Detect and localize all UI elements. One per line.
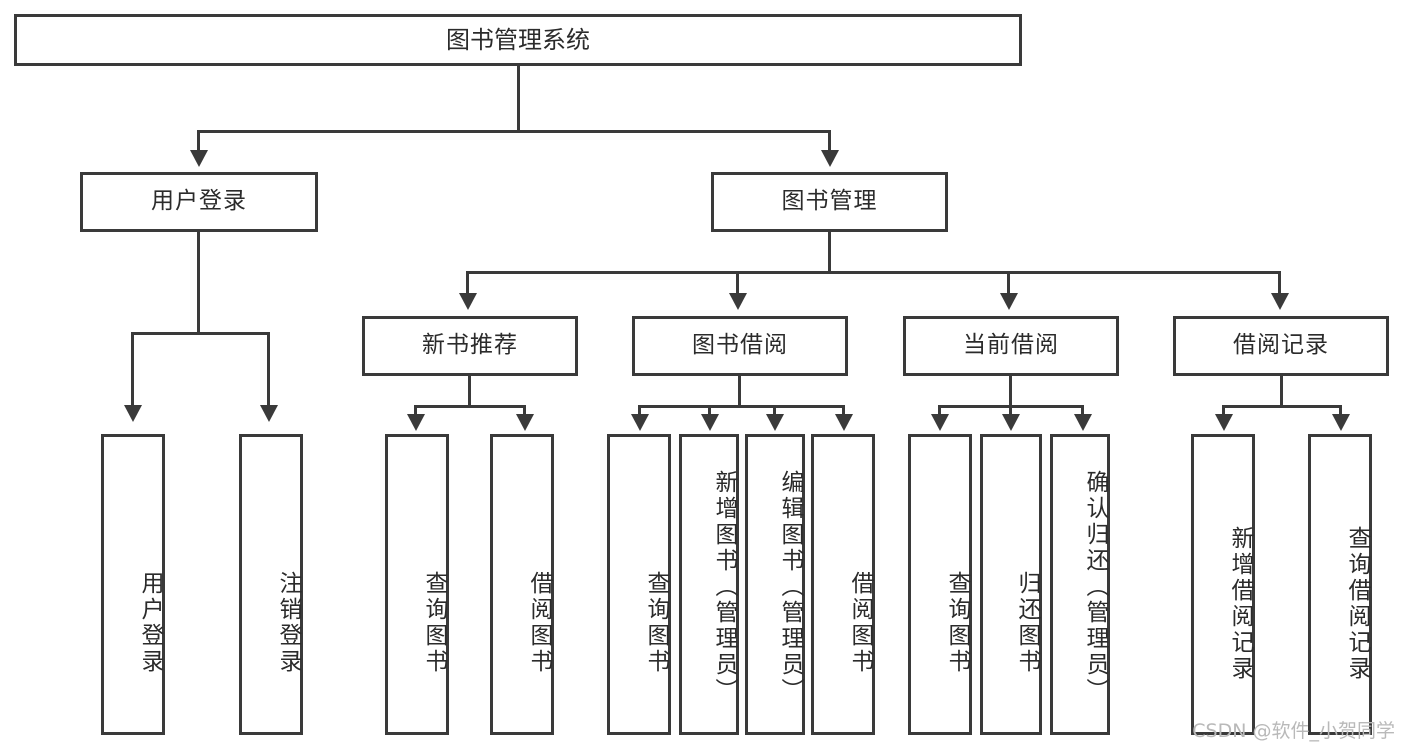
- connector-current-borrow-drop-2: [1009, 405, 1012, 417]
- arrow-to-leaf-book-borrow-3: [835, 414, 853, 431]
- arrow-to-leaf-book-borrow-2: [766, 414, 784, 431]
- arrow-to-leaf-new-book-1: [516, 414, 534, 431]
- connector-root-drop-1: [197, 130, 200, 152]
- connector-borrow-record-stem: [1280, 376, 1283, 405]
- arrow-to-book-manage: [821, 150, 839, 167]
- arrow-to-leaf-book-borrow-1: [701, 414, 719, 431]
- connector-user-login-drop-1: [131, 332, 134, 407]
- connector-borrow-record-drop-1: [1222, 405, 1225, 417]
- arrow-to-user-login: [190, 150, 208, 167]
- connector-current-borrow-drop-3: [1081, 405, 1084, 417]
- connector-book-borrow-stem: [738, 376, 741, 405]
- node-label: 借阅图书: [526, 570, 552, 675]
- connector-book-borrow-drop-3: [773, 405, 776, 417]
- node-label: 查询图书: [944, 570, 970, 675]
- node-current-borrow[interactable]: 当前借阅: [903, 316, 1119, 376]
- arrow-to-leaf-new-book-0: [407, 414, 425, 431]
- connector-book-borrow-drop-1: [638, 405, 641, 417]
- connector-book-manage-drop-2: [736, 271, 739, 295]
- connector-current-borrow-stem: [1009, 376, 1012, 405]
- node-label: 新增图书（管理员）: [711, 469, 737, 704]
- node-label: 归还图书: [1014, 570, 1040, 675]
- node-label: 图书管理: [781, 188, 878, 215]
- node-label: 编辑图书（管理员）: [777, 469, 803, 704]
- connector-book-manage-drop-1: [466, 271, 469, 295]
- connector-book-manage-stem: [828, 232, 831, 271]
- leaf-user-login-logout[interactable]: 注销登录: [239, 434, 303, 735]
- leaf-current-borrow-confirm-return-admin[interactable]: 确认归还（管理员）: [1050, 434, 1110, 735]
- node-user-login[interactable]: 用户登录: [80, 172, 318, 232]
- csdn-watermark: CSDN @软件_小贺同学: [1192, 720, 1395, 742]
- leaf-current-borrow-return-book[interactable]: 归还图书: [980, 434, 1042, 735]
- node-label: 借阅记录: [1233, 332, 1329, 359]
- arrow-to-leaf-borrow-record-0: [1215, 414, 1233, 431]
- node-label: 图书借阅: [692, 332, 788, 359]
- connector-new-book-bus: [414, 405, 526, 408]
- node-label: 用户登录: [137, 570, 163, 675]
- connector-new-book-stem: [468, 376, 471, 405]
- leaf-user-login-user-login[interactable]: 用户登录: [101, 434, 165, 735]
- leaf-current-borrow-query-book[interactable]: 查询图书: [908, 434, 972, 735]
- connector-borrow-record-bus: [1222, 405, 1342, 408]
- leaf-new-book-query-book[interactable]: 查询图书: [385, 434, 449, 735]
- node-label: 用户登录: [151, 188, 247, 215]
- connector-new-book-drop-1: [414, 405, 417, 417]
- connector-book-manage-drop-3: [1007, 271, 1010, 295]
- connector-user-login-bus: [131, 332, 270, 335]
- leaf-book-borrow-edit-book-admin[interactable]: 编辑图书（管理员）: [745, 434, 805, 735]
- node-borrow-record[interactable]: 借阅记录: [1173, 316, 1389, 376]
- arrow-to-borrow-record: [1271, 293, 1289, 310]
- node-label: 图书管理系统: [446, 25, 590, 54]
- leaf-borrow-record-query-record[interactable]: 查询借阅记录: [1308, 434, 1372, 735]
- leaf-new-book-borrow-book[interactable]: 借阅图书: [490, 434, 554, 735]
- connector-book-borrow-drop-4: [842, 405, 845, 417]
- node-label: 确认归还（管理员）: [1082, 469, 1108, 704]
- connector-user-login-stem: [197, 232, 200, 332]
- connector-root-bus: [197, 130, 831, 133]
- connector-root-stem: [517, 66, 520, 130]
- arrow-to-leaf-current-borrow-1: [1002, 414, 1020, 431]
- node-label: 新书推荐: [422, 332, 518, 359]
- arrow-to-leaf-current-borrow-2: [1074, 414, 1092, 431]
- node-new-book-recommend[interactable]: 新书推荐: [362, 316, 578, 376]
- node-label: 新增借阅记录: [1227, 525, 1253, 682]
- connector-root-drop-2: [828, 130, 831, 152]
- node-root-system[interactable]: 图书管理系统: [14, 14, 1022, 66]
- node-label: 查询图书: [421, 570, 447, 675]
- arrow-to-leaf-book-borrow-0: [631, 414, 649, 431]
- node-label: 当前借阅: [963, 332, 1059, 359]
- arrow-to-book-borrow: [729, 293, 747, 310]
- arrow-to-leaf-borrow-record-1: [1332, 414, 1350, 431]
- leaf-book-borrow-borrow-book[interactable]: 借阅图书: [811, 434, 875, 735]
- leaf-book-borrow-query-book[interactable]: 查询图书: [607, 434, 671, 735]
- node-book-borrow[interactable]: 图书借阅: [632, 316, 848, 376]
- arrow-to-leaf-user-login-0: [124, 405, 142, 422]
- connector-current-borrow-drop-1: [938, 405, 941, 417]
- node-label: 查询借阅记录: [1344, 525, 1370, 682]
- connector-book-manage-bus: [466, 271, 1281, 274]
- connector-user-login-drop-2: [267, 332, 270, 407]
- connector-book-manage-drop-4: [1278, 271, 1281, 295]
- node-label: 借阅图书: [847, 570, 873, 675]
- connector-borrow-record-drop-2: [1339, 405, 1342, 417]
- arrow-to-leaf-user-login-1: [260, 405, 278, 422]
- leaf-borrow-record-add-record[interactable]: 新增借阅记录: [1191, 434, 1255, 735]
- connector-new-book-drop-2: [523, 405, 526, 417]
- node-label: 查询图书: [643, 570, 669, 675]
- node-label: 注销登录: [275, 570, 301, 675]
- node-book-manage[interactable]: 图书管理: [711, 172, 948, 232]
- leaf-book-borrow-add-book-admin[interactable]: 新增图书（管理员）: [679, 434, 739, 735]
- arrow-to-leaf-current-borrow-0: [931, 414, 949, 431]
- connector-book-borrow-drop-2: [708, 405, 711, 417]
- connector-book-borrow-bus: [638, 405, 845, 408]
- arrow-to-current-borrow: [1000, 293, 1018, 310]
- arrow-to-new-book-recommend: [459, 293, 477, 310]
